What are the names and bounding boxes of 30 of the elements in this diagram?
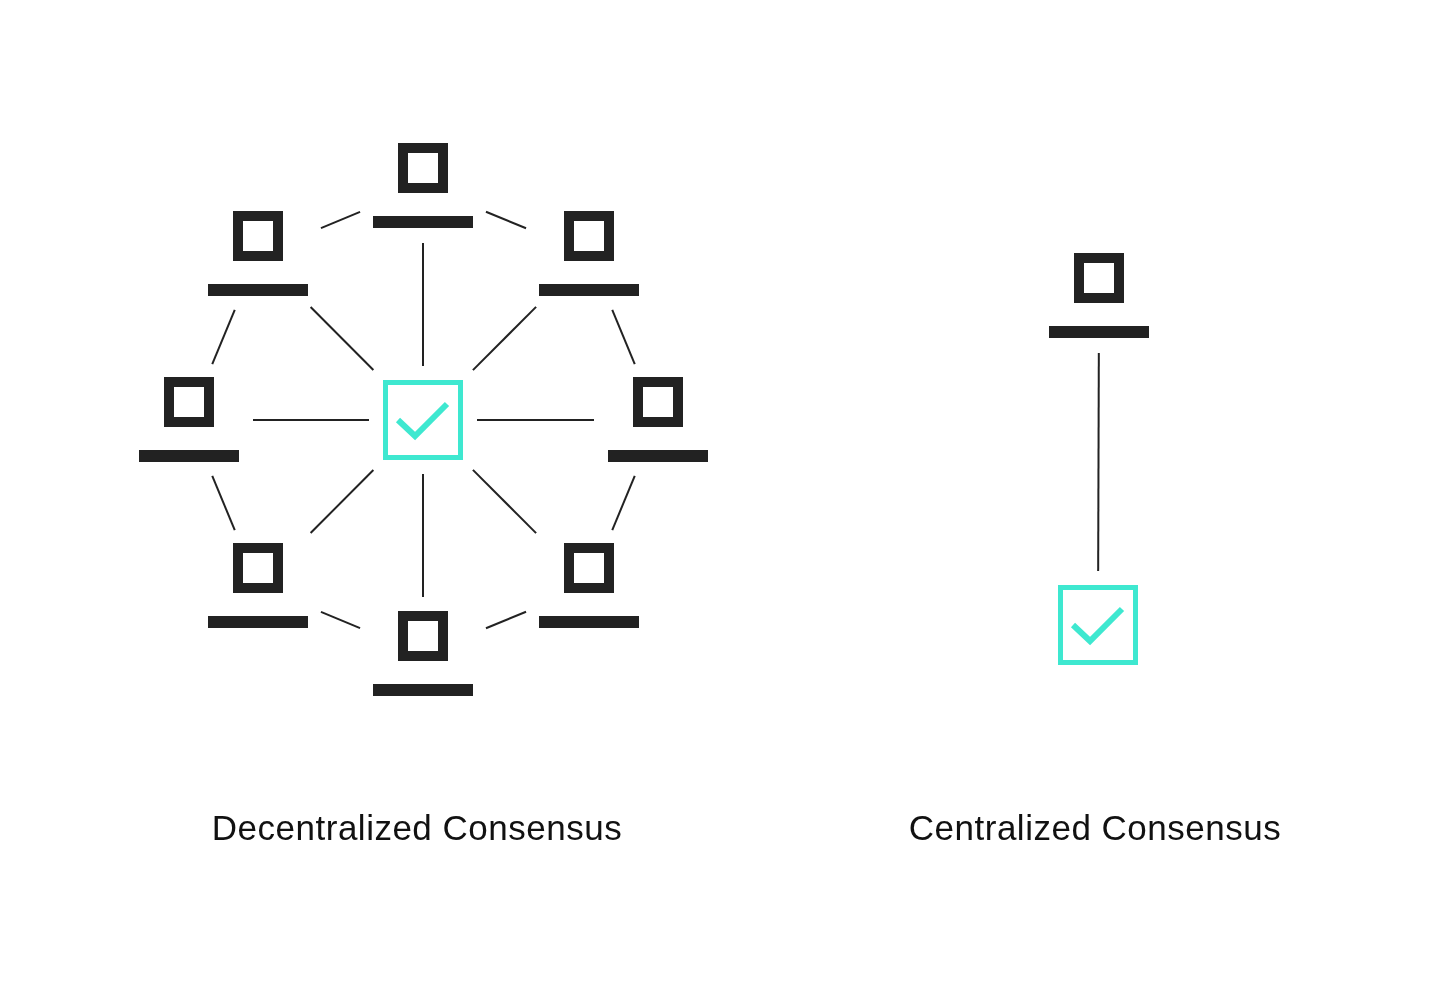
connector-line <box>484 210 528 230</box>
connector-line <box>211 308 236 366</box>
connector-line <box>471 468 538 535</box>
connector-line <box>471 305 538 372</box>
connector-line <box>476 419 595 421</box>
connector-line <box>309 305 375 372</box>
connector-line <box>319 210 362 230</box>
connector-line <box>252 419 370 421</box>
caption-text: Decentralized Consensus <box>211 808 623 848</box>
connector-line <box>484 610 528 630</box>
connector-line <box>1097 352 1100 572</box>
connector-line <box>309 468 375 535</box>
computer-icon <box>608 377 708 463</box>
connector-line <box>611 474 636 532</box>
connector-line <box>422 242 424 367</box>
computer-icon <box>1049 253 1149 339</box>
computer-icon <box>139 377 239 463</box>
connector-line <box>422 473 424 598</box>
computer-icon <box>539 211 639 297</box>
computer-icon <box>208 211 308 297</box>
computer-icon <box>373 143 473 229</box>
computer-icon <box>373 611 473 697</box>
connector-line <box>211 474 236 532</box>
checkmark-icon <box>1058 585 1138 665</box>
connector-line <box>611 308 636 366</box>
checkmark-icon <box>383 380 463 460</box>
computer-icon <box>539 543 639 629</box>
caption-text: Centralized Consensus <box>908 808 1282 848</box>
computer-icon <box>208 543 308 629</box>
connector-line <box>319 610 362 630</box>
